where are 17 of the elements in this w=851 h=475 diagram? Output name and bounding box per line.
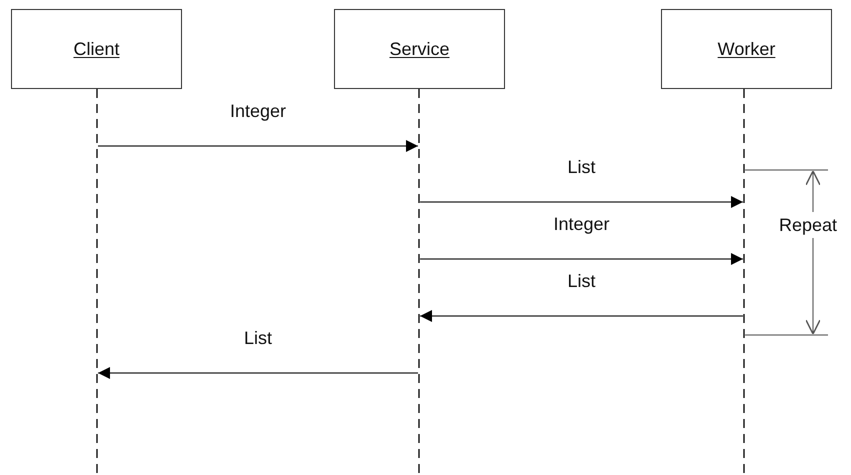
repeat-label: Repeat [778, 212, 838, 238]
message-arrow [420, 253, 744, 265]
edge-label: Integer [553, 215, 610, 233]
edge-label: Integer [230, 102, 286, 120]
lifeline [743, 89, 745, 475]
message-arrow [420, 196, 744, 208]
lifeline-head-box: Client [11, 9, 182, 89]
lifeline-head-box: Worker [661, 9, 832, 89]
lifeline-head-box: Service [334, 9, 505, 89]
lifeline [418, 89, 420, 475]
message-arrow [420, 310, 744, 322]
edge-label: List [568, 272, 596, 290]
message-arrow [98, 140, 418, 152]
lifeline [96, 89, 98, 475]
message-arrow [98, 367, 418, 379]
edge-label: List [568, 158, 596, 176]
edge-label: List [244, 329, 272, 347]
